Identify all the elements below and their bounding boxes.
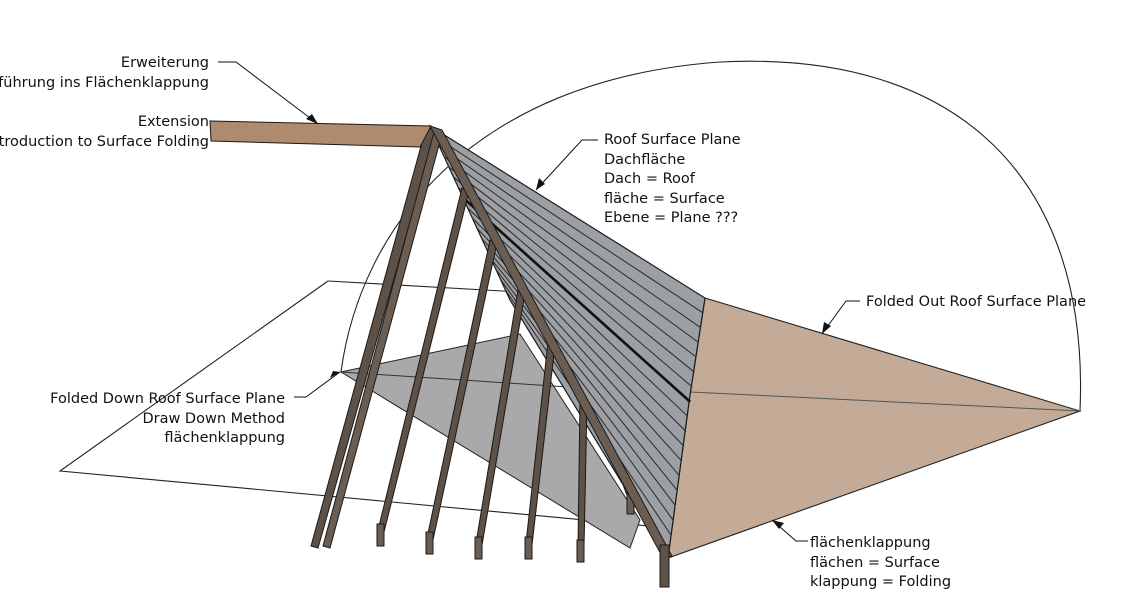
label-line: Introduction to Surface Folding — [0, 133, 209, 150]
label-line: flächen = Surface — [810, 554, 940, 571]
hip-rafter-foot — [659, 544, 670, 588]
roof-board-line — [462, 196, 692, 403]
rafter-foot — [576, 539, 585, 563]
label-line: Ebene = Plane ??? — [604, 210, 739, 226]
extension-beam — [209, 120, 432, 148]
label-line: Folded Out Roof Surface Plane — [866, 294, 1087, 310]
label-folded-out-plane: Folded Out Roof Surface Plane — [866, 293, 1086, 313]
construction-arc — [340, 60, 1082, 412]
label-line: Folded Down Roof Surface Plane — [50, 391, 285, 407]
label-roof-surface-plane: Roof Surface Plane Dachfläche Dach = Roo… — [604, 131, 741, 229]
label-extension-english: Extension Introduction to Surface Foldin… — [0, 113, 209, 152]
base-outline — [58, 280, 671, 529]
label-line: flächenklappung — [810, 535, 931, 551]
label-extension-german: Erweiterung Einführung ins Flächenklappu… — [0, 54, 209, 93]
roof-board-line — [457, 187, 693, 388]
ridge-rafter — [310, 127, 437, 549]
ridge-rafter-2 — [322, 131, 443, 549]
roof-board-line — [439, 146, 702, 329]
leader-arrows — [306, 114, 831, 529]
label-folded-down-plane: Folded Down Roof Surface Plane Draw Down… — [50, 390, 285, 449]
roof-board-line — [495, 268, 676, 506]
label-line: flächenklappung — [164, 430, 285, 446]
label-line: Roof Surface Plane — [604, 132, 741, 148]
folded-out-plane — [667, 297, 1082, 559]
label-line: Einführung ins Flächenklappung — [0, 74, 209, 91]
rafter-foot — [524, 536, 533, 560]
label-line: Dachfläche — [604, 151, 686, 168]
roof-board-line — [467, 207, 689, 418]
label-line: Extension — [137, 114, 209, 130]
label-line: Erweiterung — [120, 55, 209, 71]
label-line: klappung = Folding — [810, 574, 952, 590]
label-line: Draw Down Method — [142, 410, 285, 427]
hip-rafter — [428, 125, 673, 561]
roof-board-line — [443, 156, 699, 343]
label-line: fläche = Surface — [604, 190, 725, 207]
roof-board-line — [434, 135, 704, 314]
roof-board-line — [453, 176, 695, 373]
rafter-foot — [376, 523, 385, 547]
folded-out-ridge — [689, 391, 1081, 412]
rafter — [577, 397, 588, 549]
rafter-foot — [474, 536, 483, 560]
roof-boards — [434, 135, 704, 536]
rafter-foot — [425, 531, 434, 555]
label-line: Dach = Roof — [604, 171, 695, 187]
base-outline-top — [327, 280, 521, 293]
label-folding-terms: flächenklappung flächen = Surface klappu… — [810, 534, 951, 593]
roof-board-line — [448, 166, 697, 358]
